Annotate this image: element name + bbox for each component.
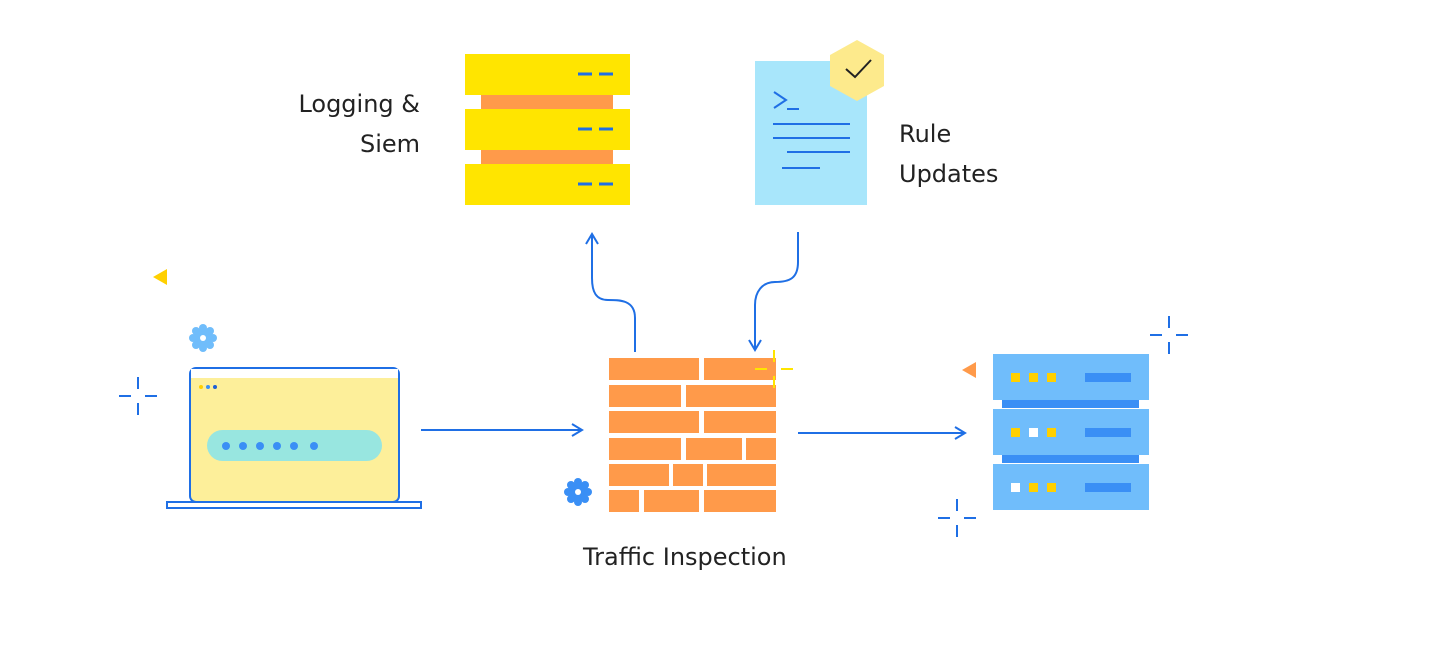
triangle-yellow-icon bbox=[153, 269, 167, 285]
verified-badge-icon bbox=[830, 40, 884, 101]
rules-label-line1: Rule bbox=[899, 120, 952, 148]
firewall-icon bbox=[609, 358, 776, 512]
logging-label-line1: Logging & bbox=[298, 90, 420, 118]
triangle-orange-icon bbox=[962, 362, 976, 378]
sparkle-icon bbox=[755, 350, 793, 388]
arrow-rules-to-firewall bbox=[748, 232, 799, 352]
password-field bbox=[207, 430, 382, 461]
rule-updates-label: Rule Updates bbox=[899, 114, 1099, 194]
flower-icon bbox=[564, 478, 592, 506]
logging-label-line2: Siem bbox=[359, 130, 420, 158]
traffic-inspection-label: Traffic Inspection bbox=[583, 543, 787, 571]
sparkle-icon bbox=[938, 499, 976, 537]
sparkle-icon bbox=[119, 377, 157, 415]
arrow-firewall-to-siem bbox=[585, 232, 636, 352]
logging-siem-icon bbox=[465, 54, 630, 205]
rules-label-line2: Updates bbox=[899, 160, 999, 188]
server-rack-icon bbox=[993, 354, 1149, 510]
sparkle-icon bbox=[1150, 316, 1188, 354]
logging-siem-label: Logging & Siem bbox=[240, 84, 420, 164]
status-leds bbox=[1011, 373, 1056, 492]
flower-icon bbox=[189, 324, 217, 352]
